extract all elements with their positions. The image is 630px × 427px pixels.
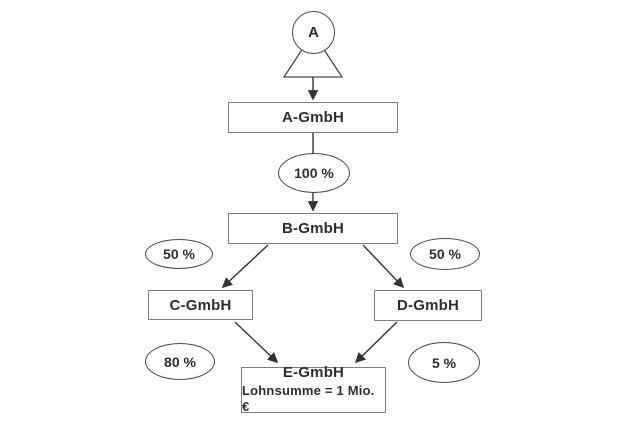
ownership-label-c-to-e: 80 % [145,343,215,380]
box-d-label: D-GmbH [396,297,460,314]
shareholder-label: A [308,24,319,41]
ownership-b-to-d-text: 50 % [429,246,461,262]
ownership-c-to-e-text: 80 % [164,353,196,370]
box-e-gmbh: E-GmbH Lohnsumme = 1 Mio. € [241,364,386,415]
ownership-label-b-to-c: 50 % [145,239,213,269]
box-e-subtitle: Lohnsumme = 1 Mio. € [242,383,375,415]
shareholder-circle: A [292,11,335,54]
box-e-title: E-GmbH [282,364,345,382]
ownership-label-b-to-d: 50 % [410,238,480,270]
arrow-b-to-d [362,244,405,289]
box-a-label: A-GmbH [281,109,345,126]
box-b-label: B-GmbH [281,220,345,237]
ownership-label-d-to-e: 5 % [408,342,480,383]
box-b-gmbh: B-GmbH [228,213,398,244]
box-c-label: C-GmbH [169,296,232,314]
ownership-a-to-b-text: 100 % [294,165,334,181]
box-d-gmbh: D-GmbH [374,290,482,321]
box-c-gmbh: C-GmbH [148,290,253,320]
ownership-label-a-to-b: 100 % [278,153,350,193]
arrow-c-to-e [234,321,279,364]
ownership-d-to-e-text: 5 % [431,354,457,371]
arrow-d-to-e [354,321,398,364]
arrow-b-to-c [221,244,269,289]
box-a-gmbh: A-GmbH [228,102,398,133]
ownership-b-to-c-text: 50 % [163,246,195,262]
